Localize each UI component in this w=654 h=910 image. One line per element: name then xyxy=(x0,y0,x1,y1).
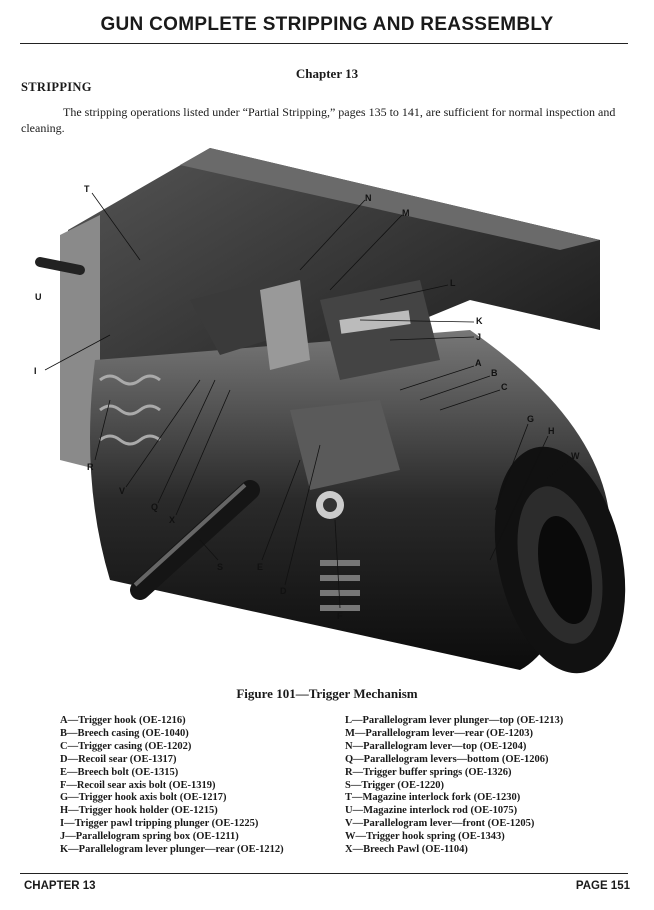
legend-item: E—Breech bolt (OE-1315) xyxy=(60,766,179,778)
callout-F: F xyxy=(337,611,343,621)
callout-I: I xyxy=(34,366,37,376)
legend-item: L—Parallelogram lever plunger—top (OE-12… xyxy=(345,715,564,726)
callout-K: K xyxy=(476,316,483,326)
callout-B: B xyxy=(491,368,498,378)
intro-paragraph: The stripping operations listed under “P… xyxy=(21,105,616,135)
legend-item: I—Trigger pawl tripping plunger (OE-1225… xyxy=(60,818,259,830)
legend-left: A—Trigger hook (OE-1216) B—Breech casing… xyxy=(60,715,284,857)
section-heading: STRIPPING xyxy=(21,80,92,94)
callout-G: G xyxy=(527,414,534,424)
callout-A: A xyxy=(475,358,482,368)
callout-V: V xyxy=(119,486,125,496)
footer-chapter: CHAPTER 13 xyxy=(24,880,96,892)
legend-item: C—Trigger casing (OE-1202) xyxy=(60,740,192,752)
callout-D: D xyxy=(280,586,287,596)
callout-S: S xyxy=(217,562,223,572)
legend-item: M—Parallelogram lever—rear (OE-1203) xyxy=(345,727,533,739)
callout-L: L xyxy=(450,278,456,288)
legend-right: L—Parallelogram lever plunger—top (OE-12… xyxy=(345,715,563,857)
legend-item: F—Recoil sear axis bolt (OE-1319) xyxy=(60,779,216,791)
legend-item: U—Magazine interlock rod (OE-1075) xyxy=(345,805,518,817)
callout-N: N xyxy=(365,193,372,203)
legend-item: W—Trigger hook spring (OE-1343) xyxy=(345,831,505,843)
legend-item: H—Trigger hook holder (OE-1215) xyxy=(60,805,218,817)
legend-item: K—Parallelogram lever plunger—rear (OE-1… xyxy=(60,844,284,856)
figure-caption: Figure 101—Trigger Mechanism xyxy=(236,686,418,701)
breech-cylinder xyxy=(90,330,610,670)
legend-item: V—Parallelogram lever—front (OE-1205) xyxy=(345,818,535,830)
legend-item: X—Breech Pawl (OE-1104) xyxy=(345,844,468,856)
legend-item: J—Parallelogram spring box (OE-1211) xyxy=(60,831,239,843)
callout-T: T xyxy=(84,184,90,194)
callout-J: J xyxy=(476,332,481,342)
header-rule xyxy=(20,43,628,44)
legend-item: A—Trigger hook (OE-1216) xyxy=(60,715,186,726)
footer-rule xyxy=(20,873,628,874)
legend-item: S—Trigger (OE-1220) xyxy=(345,779,445,791)
legend-item: D—Recoil sear (OE-1317) xyxy=(60,753,177,765)
legend-item: B—Breech casing (OE-1040) xyxy=(60,727,189,739)
page-header-title: GUN COMPLETE STRIPPING AND REASSEMBLY xyxy=(100,14,554,35)
chapter-heading: Chapter 13 xyxy=(295,66,359,81)
footer-page-number: PAGE 151 xyxy=(575,880,630,892)
legend-item: N—Parallelogram lever—top (OE-1204) xyxy=(345,740,527,752)
legend-item: Q—Parallelogram levers—bottom (OE-1206) xyxy=(345,753,549,765)
callout-U: U xyxy=(35,292,42,302)
callout-M: M xyxy=(402,208,410,218)
callout-E: E xyxy=(257,562,263,572)
callout-Q: Q xyxy=(151,502,158,512)
legend-item: G—Trigger hook axis bolt (OE-1217) xyxy=(60,792,227,804)
callout-R: R xyxy=(87,462,94,472)
callout-X: X xyxy=(169,515,175,525)
callout-W: W xyxy=(571,451,580,461)
legend-item: T—Magazine interlock fork (OE-1230) xyxy=(345,792,521,804)
callout-H: H xyxy=(548,426,555,436)
trigger-mechanism-figure: T N M L K J U I A B C G H W R V Q X S E … xyxy=(34,148,626,674)
callout-C: C xyxy=(501,382,508,392)
trigger-rod xyxy=(130,480,260,600)
legend-item: R—Trigger buffer springs (OE-1326) xyxy=(345,766,512,778)
